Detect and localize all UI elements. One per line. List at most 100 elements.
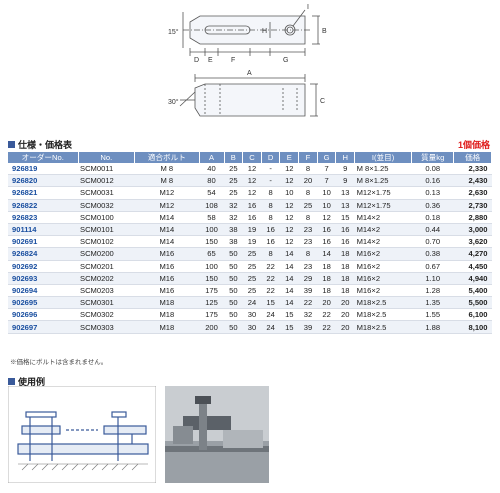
- table-cell: 4,450: [453, 260, 492, 273]
- table-cell: 40: [199, 163, 225, 176]
- table-cell: 50: [224, 247, 243, 261]
- table-cell: M12: [134, 186, 200, 200]
- table-cell: SCM0303: [78, 320, 135, 334]
- table-cell: 12: [317, 211, 336, 224]
- table-cell: SCM0203: [78, 284, 135, 298]
- table-cell: 24: [261, 320, 280, 334]
- table-cell: 2,730: [453, 199, 492, 212]
- table-cell: 18: [335, 272, 355, 285]
- table-cell: 24: [261, 308, 280, 322]
- dim-e-label: E: [208, 57, 213, 64]
- table-cell: 8: [298, 211, 318, 224]
- dim-b-label: B: [322, 28, 327, 35]
- table-cell: 0.36: [411, 199, 454, 212]
- table-cell: 15: [279, 308, 299, 322]
- table-cell: 20: [335, 320, 355, 334]
- table-cell: SCM0202: [78, 272, 135, 285]
- table-cell: SCM0012: [78, 174, 135, 188]
- table-cell: 5,400: [453, 284, 492, 298]
- column-header: I(並目): [354, 152, 413, 163]
- table-cell: 14: [279, 247, 299, 261]
- table-cell: 0.38: [411, 247, 454, 261]
- order-number-cell: 926819: [8, 163, 78, 176]
- table-cell: 3,000: [453, 223, 492, 237]
- table-cell: 12: [242, 174, 262, 188]
- table-cell: 5,500: [453, 296, 492, 310]
- table-cell: 18: [317, 260, 336, 273]
- table-cell: 16: [317, 235, 336, 249]
- table-cell: 8: [298, 186, 318, 200]
- order-number-cell: 926823: [8, 211, 78, 224]
- column-header: D: [261, 152, 281, 163]
- dim-i-label: I: [307, 4, 309, 11]
- table-cell: 100: [199, 260, 225, 273]
- table-cell: 18: [335, 284, 355, 298]
- column-header: H: [335, 152, 356, 163]
- table-cell: 14: [279, 296, 299, 310]
- table-cell: 22: [261, 272, 280, 285]
- column-header: 質量kg: [411, 152, 455, 163]
- table-cell: 7: [317, 163, 336, 176]
- technical-drawing: 15° B H I D E F G A C 30°: [168, 4, 327, 117]
- table-cell: 32: [224, 211, 243, 224]
- angle-side-label: 30°: [168, 98, 179, 106]
- table-cell: SCM0032: [78, 199, 135, 212]
- table-cell: 8: [261, 247, 280, 261]
- order-number-cell: 926822: [8, 199, 78, 212]
- table-cell: 1.28: [411, 284, 454, 298]
- table-cell: 14: [279, 284, 299, 298]
- table-cell: 32: [224, 199, 243, 212]
- table-cell: M16: [134, 260, 200, 273]
- table-cell: 16: [335, 223, 355, 237]
- table-cell: SCM0031: [78, 186, 135, 200]
- table-cell: 19: [242, 235, 262, 249]
- table-cell: 50: [224, 284, 243, 298]
- table-cell: 8,100: [453, 320, 492, 334]
- table-cell: SCM0201: [78, 260, 135, 273]
- table-cell: 14: [279, 272, 299, 285]
- table-cell: 50: [224, 260, 243, 273]
- table-cell: 16: [261, 235, 280, 249]
- table-cell: M14: [134, 223, 200, 237]
- table-cell: M18×2.5: [354, 320, 412, 334]
- table-cell: M18: [134, 308, 200, 322]
- table-cell: M16: [134, 284, 200, 298]
- table-cell: 175: [199, 284, 225, 298]
- table-cell: 6,100: [453, 308, 492, 322]
- table-cell: 0.67: [411, 260, 454, 273]
- table-cell: SCM0101: [78, 223, 135, 237]
- column-header: 適合ボルト: [134, 152, 200, 163]
- table-cell: 32: [298, 308, 318, 322]
- table-cell: M12: [134, 199, 200, 212]
- table-cell: 22: [298, 296, 318, 310]
- table-cell: 125: [199, 296, 225, 310]
- table-cell: SCM0302: [78, 308, 135, 322]
- spec-section-title: 仕様・価格表: [8, 138, 72, 151]
- table-cell: 1.55: [411, 308, 454, 322]
- table-cell: 16: [242, 199, 262, 212]
- table-cell: 8: [261, 211, 280, 224]
- table-cell: M14×2: [354, 223, 412, 237]
- order-number-cell: 926821: [8, 186, 78, 200]
- table-cell: -: [261, 163, 280, 176]
- table-cell: M14×2: [354, 211, 412, 224]
- table-cell: 8: [261, 199, 280, 212]
- order-number-cell: 902694: [8, 284, 78, 298]
- dim-c-label: C: [320, 98, 325, 105]
- table-cell: 18: [317, 272, 336, 285]
- table-cell: 0.08: [411, 163, 454, 176]
- usage-illustration: [8, 386, 156, 483]
- table-cell: 100: [199, 223, 225, 237]
- table-cell: M18: [134, 296, 200, 310]
- table-cell: 16: [242, 211, 262, 224]
- table-cell: 10: [317, 199, 336, 212]
- order-number-cell: 926824: [8, 247, 78, 261]
- table-cell: 20: [298, 174, 318, 188]
